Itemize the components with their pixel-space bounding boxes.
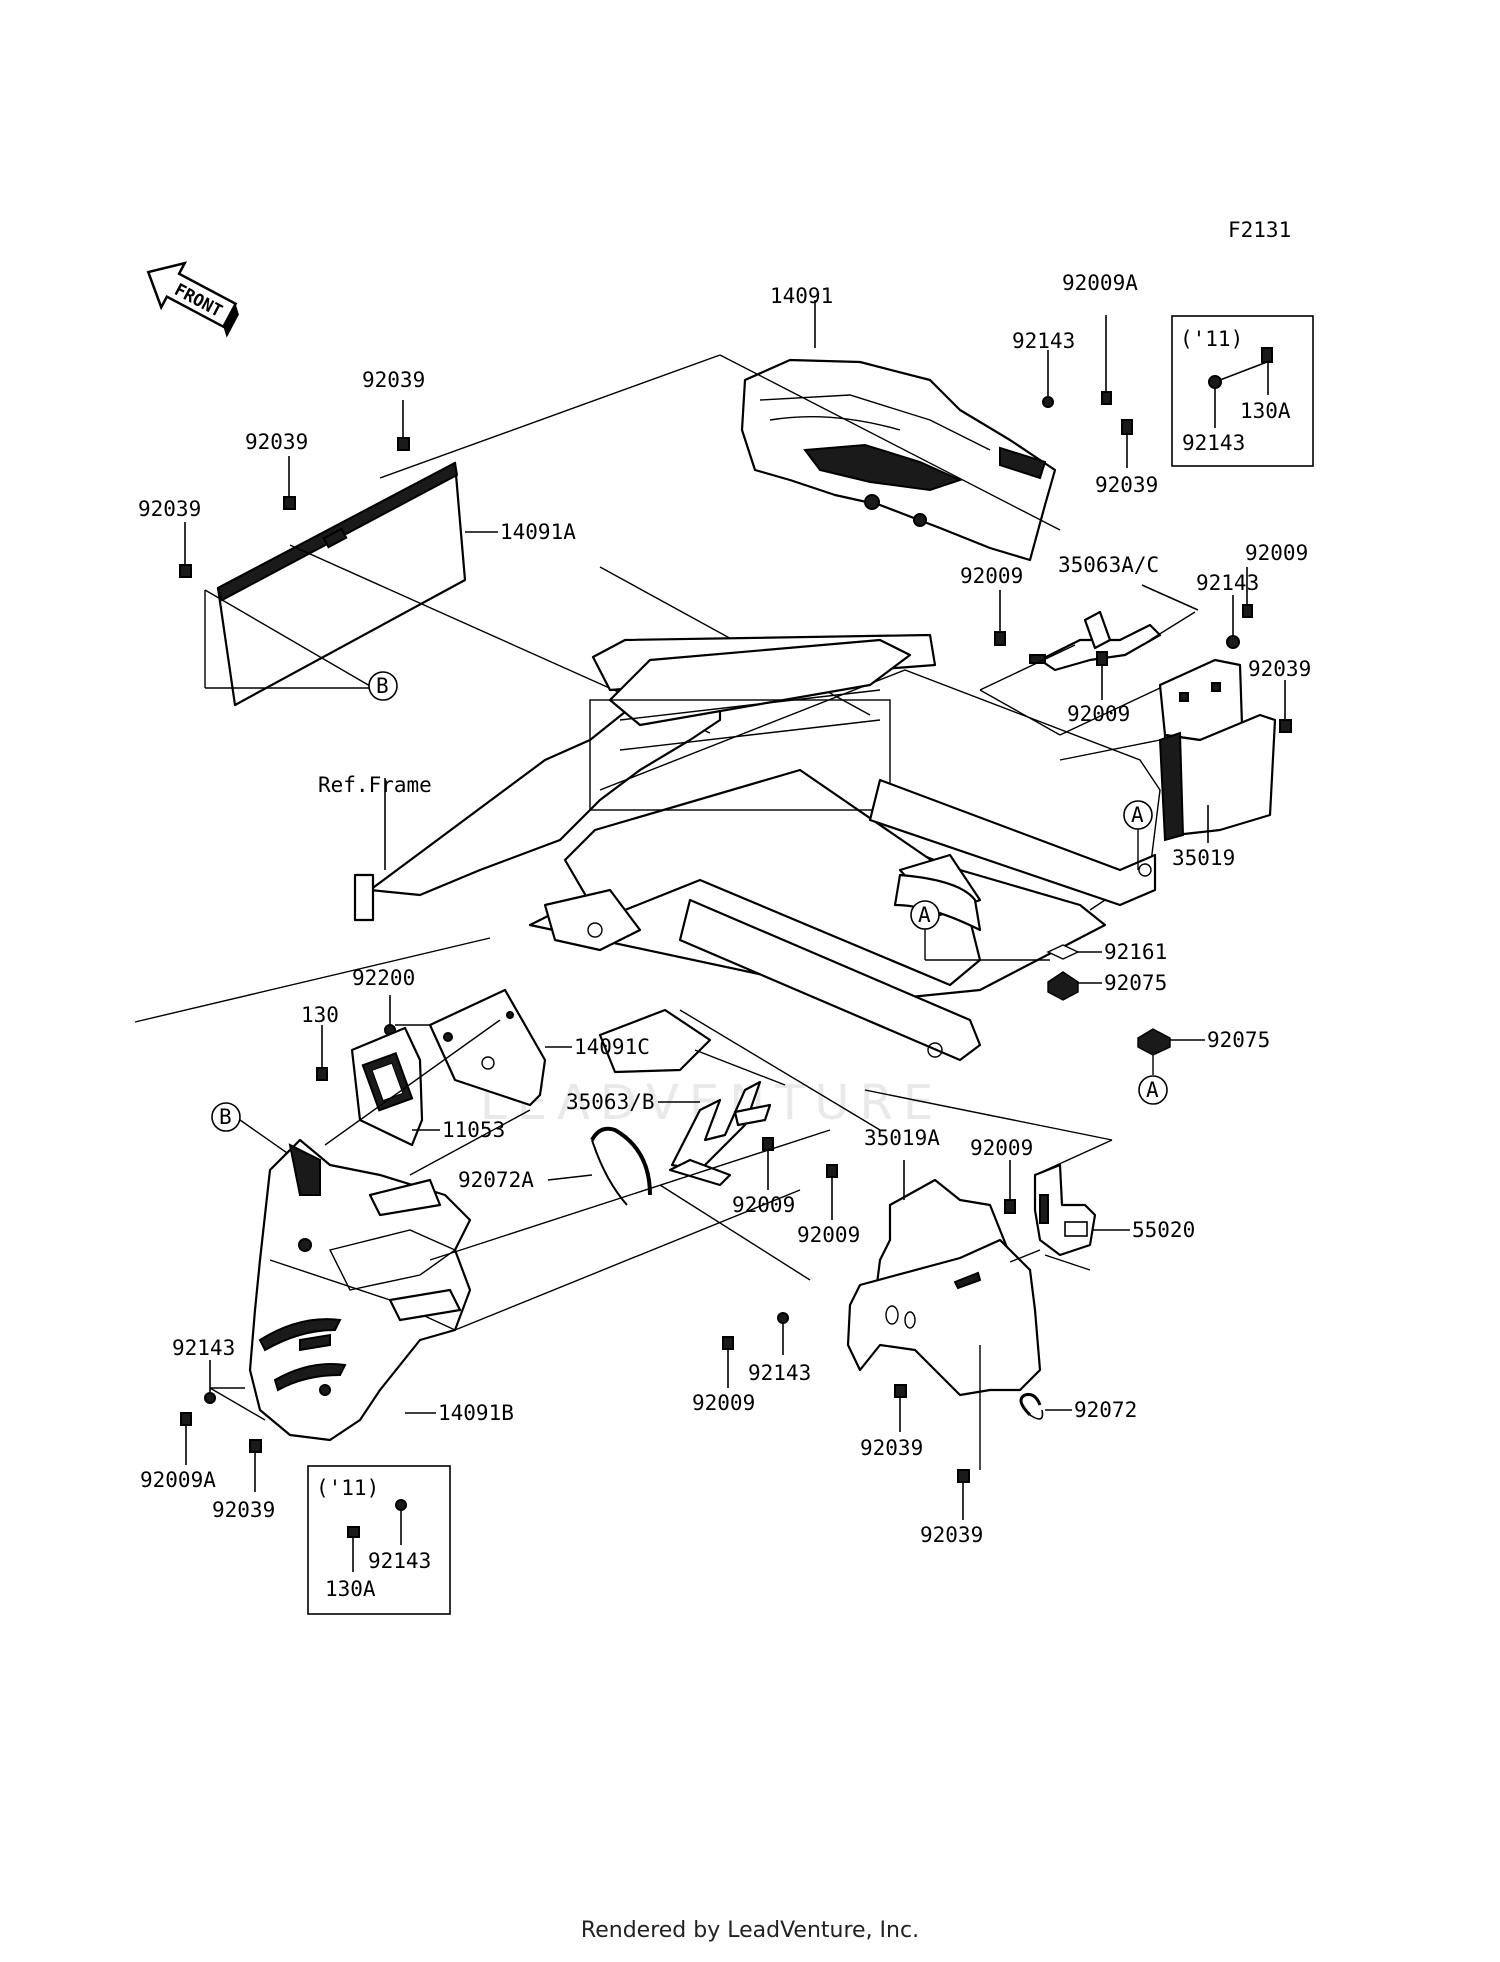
bolt-icon — [1096, 651, 1108, 666]
callout-130: 130 — [301, 1003, 339, 1027]
callout-92009-lo4: 92009 — [692, 1391, 755, 1415]
callout-92039-l1: 92039 — [362, 368, 425, 392]
ref-marker-B — [211, 1102, 241, 1132]
inset-top-title: ('11) — [1180, 327, 1243, 351]
callout-35063AC: 35063A/C — [1058, 553, 1159, 577]
ref-marker-B2: B — [219, 1105, 232, 1129]
callout-92039-bl: 92039 — [212, 1498, 275, 1522]
callout-92039-r: 92039 — [1248, 657, 1311, 681]
clip-icon — [1121, 419, 1133, 435]
plate-35019 — [1158, 658, 1277, 842]
clip-icon — [1279, 719, 1292, 733]
plate-14091C — [428, 988, 547, 1107]
callout-55020: 55020 — [1132, 1218, 1195, 1242]
bolt-icon — [1242, 604, 1253, 618]
inset-box-bottom — [307, 1465, 451, 1615]
ref-marker-B1: B — [376, 674, 389, 698]
callout-92009-mid1: 92009 — [960, 564, 1023, 588]
footer-credit: Rendered by LeadVenture, Inc. — [580, 1918, 920, 1943]
washer-icon — [1226, 635, 1240, 649]
callout-92039-lo2: 92039 — [920, 1523, 983, 1547]
bracket-35063B — [668, 1080, 772, 1187]
ring-92072 — [1019, 1393, 1044, 1420]
callout-35063B: 35063/B — [566, 1090, 655, 1114]
inset-box-top — [1171, 315, 1314, 467]
callout-92009A-bl: 92009A — [140, 1468, 216, 1492]
callout-92075-2: 92075 — [1207, 1028, 1270, 1052]
main-frame — [353, 633, 1161, 1074]
callout-92009-mid2: 92009 — [1067, 702, 1130, 726]
panel-14091A — [216, 461, 467, 707]
washer-icon — [204, 1392, 216, 1404]
callout-92072: 92072 — [1074, 1398, 1137, 1422]
bolt-icon — [1004, 1199, 1016, 1214]
callout-92009A-top: 92009A — [1062, 271, 1138, 295]
callout-92039-l2: 92039 — [245, 430, 308, 454]
bracket-35063AC — [1029, 610, 1162, 672]
callout-92039-tr: 92039 — [1095, 473, 1158, 497]
inset-bottom-title: ('11) — [316, 1476, 379, 1500]
callout-14091A: 14091A — [500, 520, 576, 544]
callout-92143-inset-bottom: 92143 — [368, 1549, 431, 1573]
pad-92075 — [1137, 1028, 1171, 1056]
cover-14091B — [248, 1138, 472, 1442]
callout-11053: 11053 — [442, 1118, 505, 1142]
callout-92075-1: 92075 — [1104, 971, 1167, 995]
callout-14091B: 14091B — [438, 1401, 514, 1425]
ref-marker-A1: A — [1131, 803, 1144, 827]
ref-marker-A3: A — [1146, 1078, 1159, 1102]
clip-icon — [179, 564, 192, 578]
bolt-icon — [316, 1067, 328, 1081]
callout-130A-bottom: 130A — [325, 1577, 376, 1601]
callout-92143-top: 92143 — [1012, 329, 1075, 353]
bracket-55020 — [1033, 1163, 1097, 1257]
bolt-icon — [1261, 347, 1273, 363]
washer-icon — [777, 1312, 789, 1324]
bolt-icon — [1101, 391, 1112, 405]
callout-92009-r: 92009 — [1245, 541, 1308, 565]
bolt-icon — [762, 1137, 774, 1151]
callout-130A-top: 130A — [1240, 399, 1291, 423]
bolt-icon — [347, 1526, 360, 1538]
clip-icon — [283, 496, 296, 510]
callout-92009-lo2: 92009 — [797, 1223, 860, 1247]
callout-35019A: 35019A — [864, 1126, 940, 1150]
bolt-icon — [826, 1164, 838, 1178]
bolt-icon — [180, 1412, 192, 1426]
callout-92143-r: 92143 — [1196, 571, 1259, 595]
callout-92143-lo: 92143 — [748, 1361, 811, 1385]
flap-35019A — [846, 1178, 1042, 1397]
callout-92039-l3: 92039 — [138, 497, 201, 521]
clip-icon — [894, 1384, 907, 1398]
callout-92009-lo3: 92009 — [970, 1136, 1033, 1160]
ref-marker-A2: A — [918, 903, 931, 927]
figure-code: F2131 — [1228, 218, 1291, 242]
callout-92200: 92200 — [352, 966, 415, 990]
ref-marker-B — [368, 671, 398, 701]
bolt-icon — [994, 631, 1006, 646]
clip-icon — [397, 437, 410, 451]
strap-92072A — [590, 1126, 652, 1206]
ref-frame-label: Ref.Frame — [318, 773, 432, 797]
front-arrow-icon: FRONT — [146, 261, 239, 338]
callout-14091: 14091 — [770, 284, 833, 308]
callout-92161: 92161 — [1104, 940, 1167, 964]
callout-92072A: 92072A — [458, 1168, 534, 1192]
washer-icon — [1042, 396, 1054, 408]
callout-92143-bl: 92143 — [172, 1336, 235, 1360]
ref-marker-A — [1138, 1075, 1168, 1105]
bolt-icon — [722, 1336, 734, 1350]
washer-icon — [1208, 375, 1222, 389]
bracket-11053 — [350, 1026, 424, 1147]
washer-icon — [395, 1499, 407, 1511]
clip-icon — [957, 1469, 970, 1483]
pad-92075 — [1047, 971, 1079, 1001]
cover-14091 — [740, 358, 1057, 562]
callout-14091C: 14091C — [574, 1035, 650, 1059]
clip-icon — [249, 1439, 262, 1453]
callout-92143-inset-top: 92143 — [1182, 431, 1245, 455]
callout-35019: 35019 — [1172, 846, 1235, 870]
callout-92039-lo1: 92039 — [860, 1436, 923, 1460]
